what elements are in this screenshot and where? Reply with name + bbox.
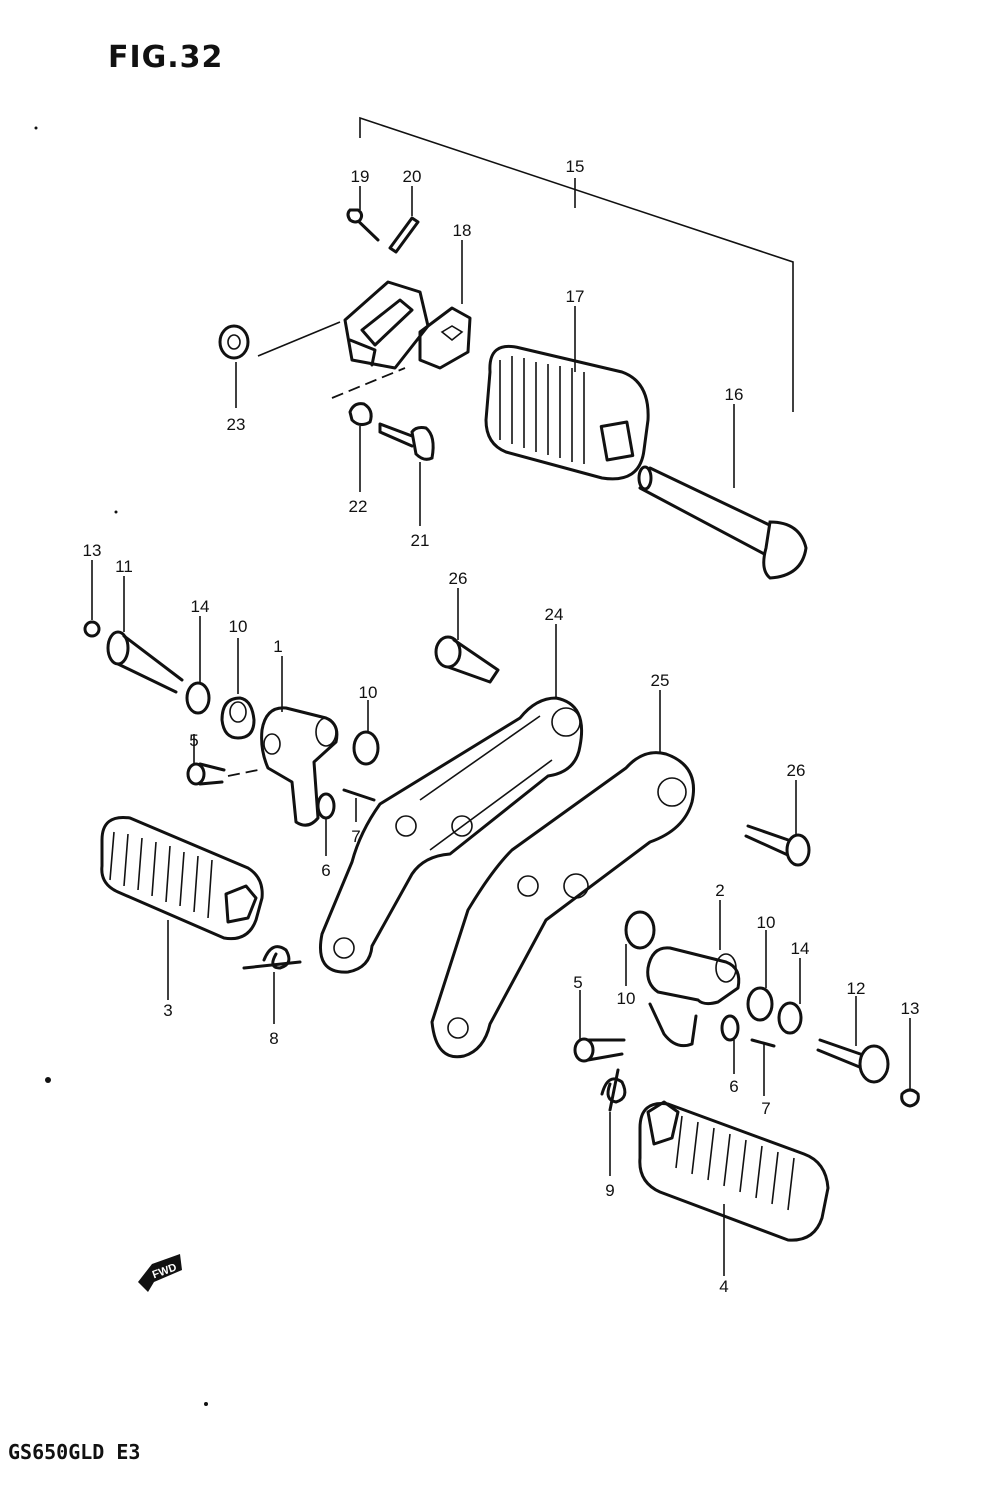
callout-3: 3 <box>163 1001 172 1020</box>
footrest-holder-25 <box>430 690 695 1059</box>
callout-16: 16 <box>725 385 744 404</box>
bolt-19 <box>346 186 380 242</box>
callout-20: 20 <box>403 167 422 186</box>
callout-10-b: 10 <box>359 683 378 702</box>
model-code: GS650GLD E3 <box>8 1440 141 1464</box>
footrest-bracket <box>343 280 430 370</box>
group-bracket <box>359 116 794 412</box>
plate-18 <box>418 240 472 370</box>
cotter-7-right <box>750 1038 776 1096</box>
callout-17: 17 <box>566 287 585 306</box>
spring-8 <box>242 945 302 1024</box>
figure-title: FIG.32 <box>108 40 224 75</box>
callout-26-lower: 26 <box>787 761 806 780</box>
bush-10-right-b <box>746 930 774 1022</box>
callout-25: 25 <box>651 671 670 690</box>
footrest-arm-2 <box>646 900 741 1048</box>
nut-23 <box>218 321 341 408</box>
callout-21: 21 <box>411 531 430 550</box>
callout-14-left: 14 <box>191 597 210 616</box>
nut-13-left <box>83 560 101 638</box>
washer-14-right <box>777 958 803 1035</box>
callout-6-right: 6 <box>729 1077 738 1096</box>
spring-9 <box>600 1068 627 1176</box>
bolt-26-lower <box>744 780 811 867</box>
callout-24: 24 <box>545 605 564 624</box>
washer-6-right <box>720 1014 740 1074</box>
callout-13-left: 13 <box>83 541 102 560</box>
footrest-arm-1 <box>260 656 339 827</box>
callout-1: 1 <box>273 637 282 656</box>
footrest-rubber-17 <box>484 306 650 481</box>
washer-22 <box>348 402 373 492</box>
callout-labels: 1 2 3 4 5 5 6 6 7 7 8 9 10 10 10 10 11 1… <box>83 157 920 1296</box>
dashed-guide-22 <box>331 367 406 399</box>
callout-6-left: 6 <box>321 861 330 880</box>
bolt-12 <box>816 996 890 1084</box>
callout-26-upper: 26 <box>449 569 468 588</box>
callout-23: 23 <box>227 415 246 434</box>
callout-14-right: 14 <box>791 939 810 958</box>
pin-16 <box>637 404 808 580</box>
callout-5-right: 5 <box>573 973 582 992</box>
callout-8: 8 <box>269 1029 278 1048</box>
footrest-4 <box>638 1100 830 1276</box>
callout-13-right: 13 <box>901 999 920 1018</box>
washer-14-left <box>185 616 211 715</box>
cotter-pin-20 <box>388 186 420 254</box>
pin-5-right <box>573 990 626 1063</box>
bolt-26-upper <box>434 588 500 684</box>
footrest-3 <box>100 815 264 1000</box>
pin-5-left <box>186 734 259 786</box>
callout-12: 12 <box>847 979 866 998</box>
callout-11: 11 <box>115 557 133 576</box>
callout-9: 9 <box>605 1181 614 1200</box>
bolt-11 <box>106 576 184 694</box>
cotter-7-left <box>342 788 376 822</box>
callout-4: 4 <box>719 1277 728 1296</box>
bolt-21 <box>378 422 435 526</box>
callout-15: 15 <box>566 157 585 176</box>
callout-5-left: 5 <box>189 731 198 750</box>
bush-10-left-b <box>352 700 380 766</box>
nut-13-right <box>900 1018 920 1108</box>
callout-2: 2 <box>715 881 724 900</box>
callout-18: 18 <box>453 221 472 240</box>
callout-7-right: 7 <box>761 1099 770 1118</box>
callout-10-c: 10 <box>617 989 636 1008</box>
callout-10-d: 10 <box>757 913 776 932</box>
callout-10-a: 10 <box>229 617 248 636</box>
bush-10-right-a <box>624 910 656 986</box>
bush-10-left-a <box>220 638 256 740</box>
callout-7-left: 7 <box>351 827 360 846</box>
callout-22: 22 <box>349 497 368 516</box>
washer-6-left <box>316 792 336 856</box>
footrest-holder-24 <box>319 624 584 974</box>
forward-arrow-icon: FWD <box>138 1254 182 1292</box>
callout-19: 19 <box>351 167 370 186</box>
